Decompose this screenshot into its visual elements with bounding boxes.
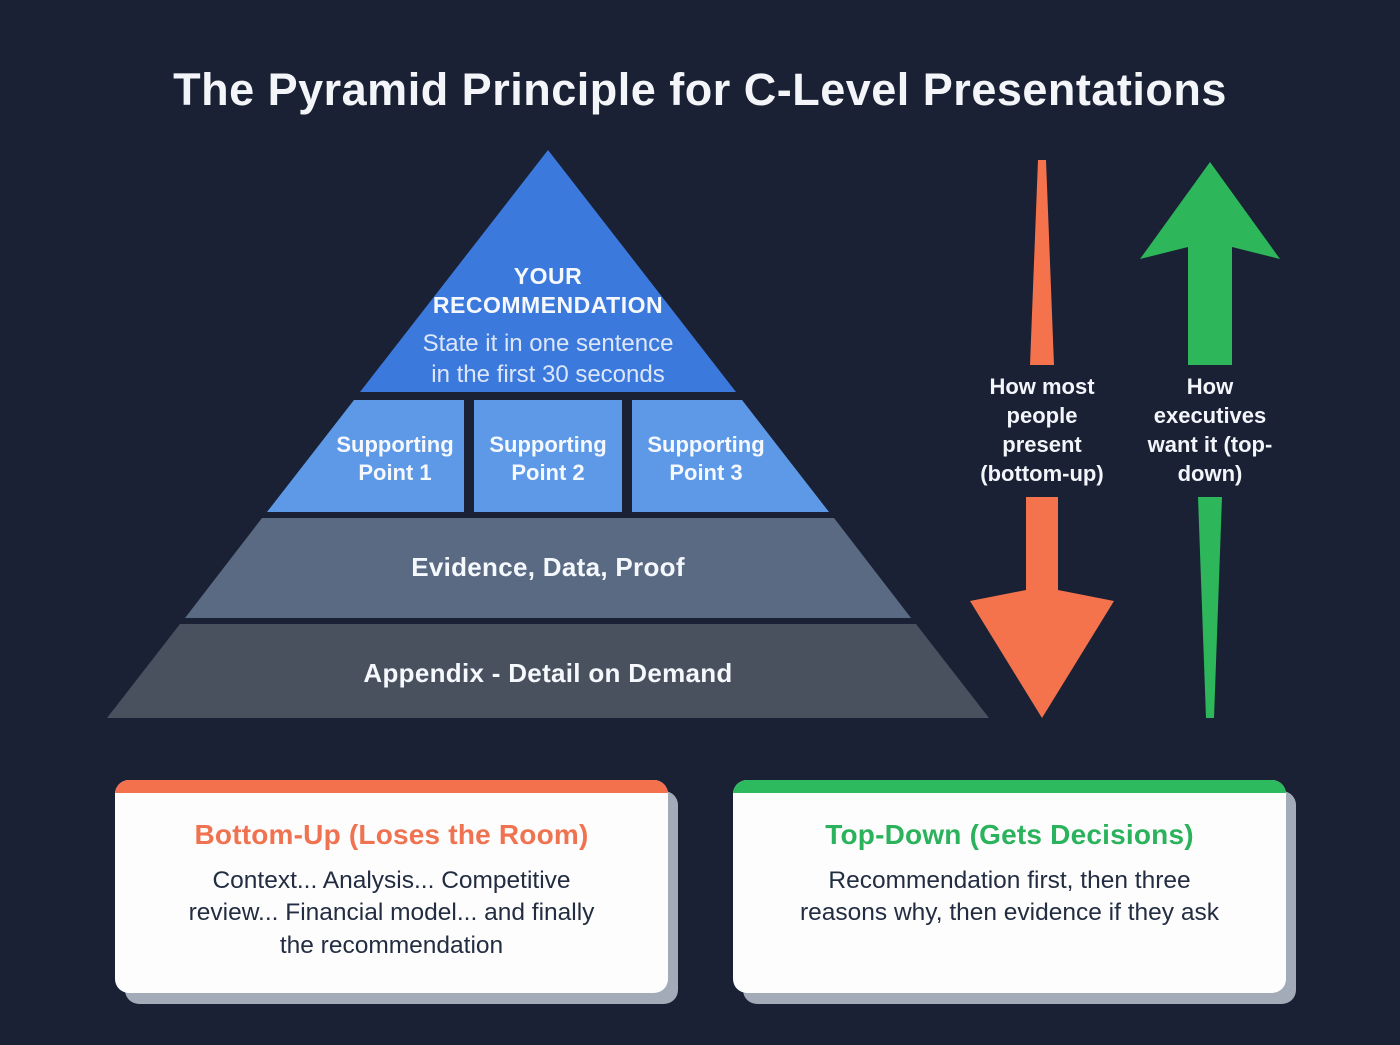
- pyramid-level2-box3-shape: [632, 400, 829, 512]
- level1-subtext-line: State it in one sentence: [422, 330, 674, 357]
- top-down-card-accent-bar: [733, 780, 1286, 793]
- bottom-up-card-title: Bottom-Up (Loses the Room): [194, 819, 589, 850]
- level3-label: Evidence, Data, Proof: [411, 552, 685, 582]
- bottom-up-card-accent-bar: [115, 780, 668, 793]
- card-body-line: Recommendation first, then three: [828, 867, 1191, 894]
- pyramid-level2-box2-shape: [474, 400, 622, 512]
- pyramid-level3-shape: [185, 518, 911, 618]
- arrow-up-shaft-bottom-icon: [1198, 497, 1222, 718]
- pyramid-level1-shape: [360, 150, 736, 392]
- bottom-up-card-body: Context... Analysis... Competitive revie…: [153, 865, 631, 962]
- arrow-up-head-icon: [1140, 162, 1280, 365]
- top-down-card-body: Recommendation first, then three reasons…: [771, 865, 1249, 930]
- top-down-card-title: Top-Down (Gets Decisions): [825, 819, 1194, 850]
- level1-subtext: State it in one sentence in the first 30…: [403, 328, 693, 390]
- page-title: The Pyramid Principle for C-Level Presen…: [173, 64, 1227, 115]
- arrow-down-head-icon: [970, 497, 1114, 718]
- top-down-card: Top-Down (Gets Decisions) Recommendation…: [733, 780, 1286, 993]
- supporting-point-2-label: Supporting Point 2: [489, 432, 607, 485]
- card-body-line: the recommendation: [279, 931, 504, 959]
- card-body-line: Context... Analysis... Competitive: [212, 867, 571, 894]
- level1-subtext-line: in the first 30 seconds: [431, 361, 665, 389]
- bottom-up-arrow-label: How most people present (bottom-up): [980, 374, 1104, 487]
- arrow-down-shaft-top-icon: [1030, 160, 1054, 365]
- level4-label: Appendix - Detail on Demand: [363, 658, 733, 688]
- bottom-up-card: Bottom-Up (Loses the Room) Context... An…: [115, 780, 668, 993]
- pyramid-level2-box1-shape: [267, 400, 464, 512]
- pyramid-level4-shape: [107, 624, 989, 718]
- level1-heading: YOUR RECOMMENDATION: [432, 263, 664, 319]
- supporting-point-3-label: Supporting Point 3: [647, 432, 765, 485]
- supporting-point-1-label: Supporting Point 1: [336, 432, 454, 485]
- card-body-line: reasons why, then evidence if they ask: [799, 899, 1219, 927]
- top-down-arrow-label: How executives want it (top-down): [1147, 374, 1273, 487]
- card-body-line: review... Financial model... and finally: [188, 899, 595, 927]
